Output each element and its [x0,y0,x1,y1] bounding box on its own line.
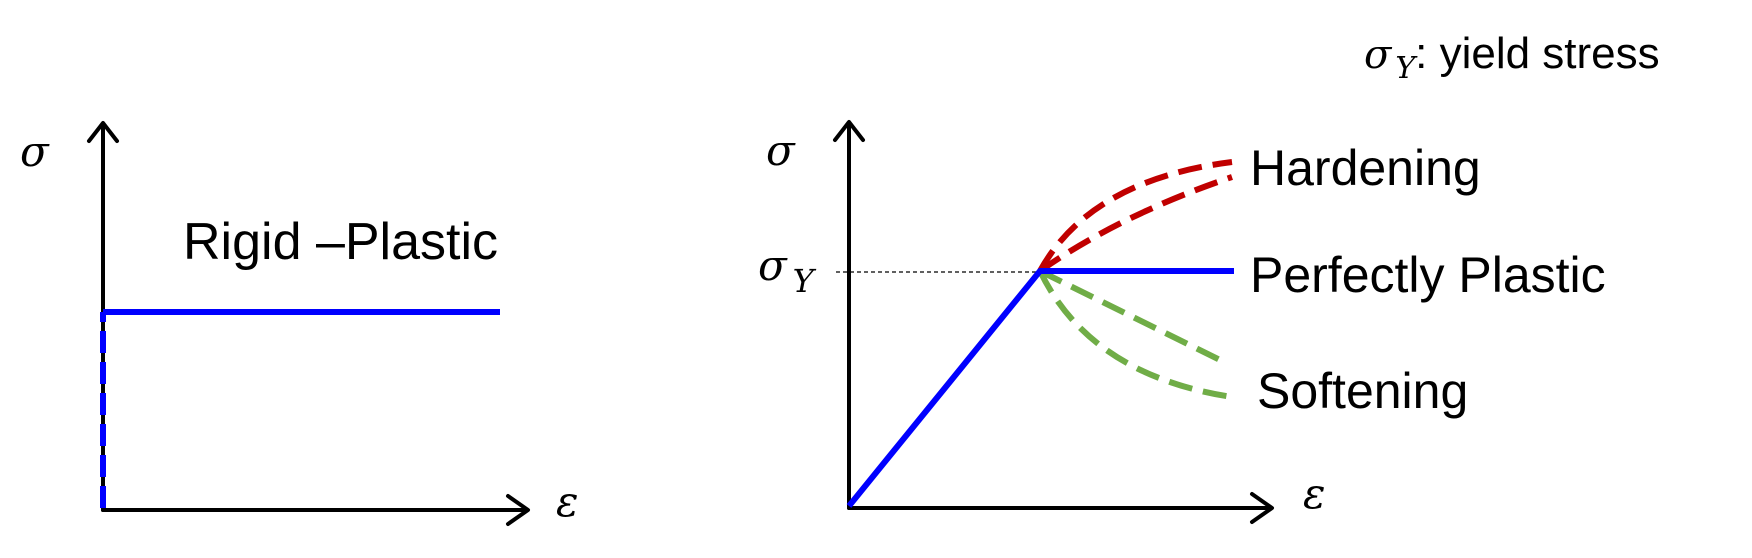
right-x-axis-arrow [1250,492,1274,524]
perfectly-plastic-label: Perfectly Plastic [1250,247,1606,303]
right-y-axis-arrow [833,120,865,142]
left-y-axis-arrow [87,121,119,143]
left-x-axis-arrow [506,494,530,526]
legend-subscript: Y [1395,51,1418,86]
hardening-curve-upper [1037,159,1233,273]
yield-subscript: Y [793,262,817,300]
right-y-axis-label: σ [766,126,796,175]
right-x-axis-label: ε [1303,469,1326,518]
left-diagram: σ ε Rigid –Plastic [20,121,579,526]
legend-text: : yield stress [1415,29,1660,78]
hardening-label: Hardening [1250,140,1481,196]
yield-symbol: σ [758,241,788,290]
hardening-curve-lower [1038,174,1233,274]
elastic-perfectly-plastic-curve [846,268,1234,508]
legend-symbol: σ [1364,32,1393,78]
left-y-axis-label: σ [20,127,50,176]
rigid-plastic-label: Rigid –Plastic [183,213,498,271]
left-x-axis-label: ε [556,477,579,526]
softening-label: Softening [1257,363,1468,419]
softening-curve-lower [1037,269,1233,400]
